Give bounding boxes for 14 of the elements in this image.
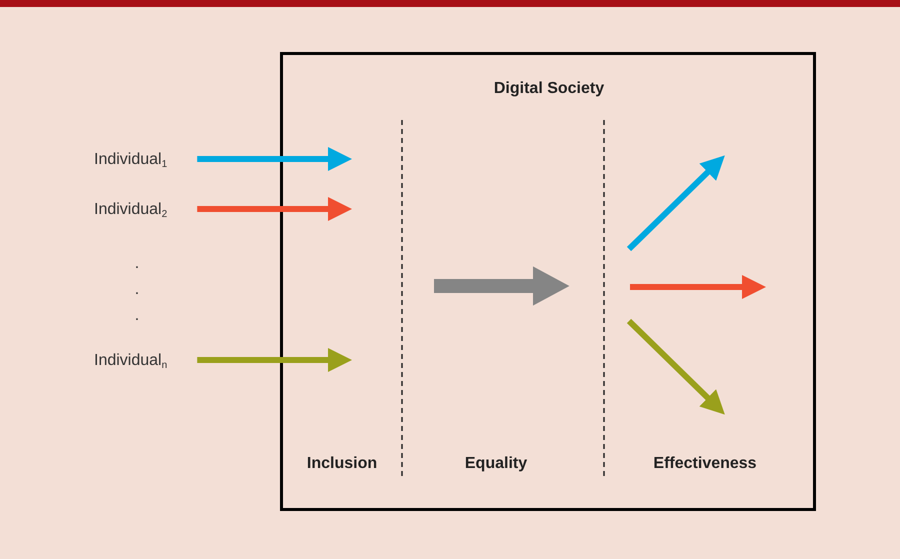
stage-label: Effectiveness — [653, 454, 757, 474]
arrow — [197, 348, 352, 372]
arrow — [197, 197, 352, 221]
frame-title: Digital Society — [492, 79, 606, 99]
individual-label: Individual$_{1}$ — [94, 150, 168, 170]
arrow — [197, 147, 352, 171]
stage-label: Inclusion — [306, 454, 378, 474]
ellipsis-dot: . — [134, 306, 140, 326]
individual-label: Individual$_{2}$ — [94, 200, 168, 220]
ellipsis-dot: . — [134, 280, 140, 300]
society-frame — [280, 52, 816, 511]
stage-label: Equality — [464, 454, 528, 474]
ellipsis-dot: . — [134, 254, 140, 274]
individual-label: Individual$_{n}$ — [94, 351, 168, 371]
